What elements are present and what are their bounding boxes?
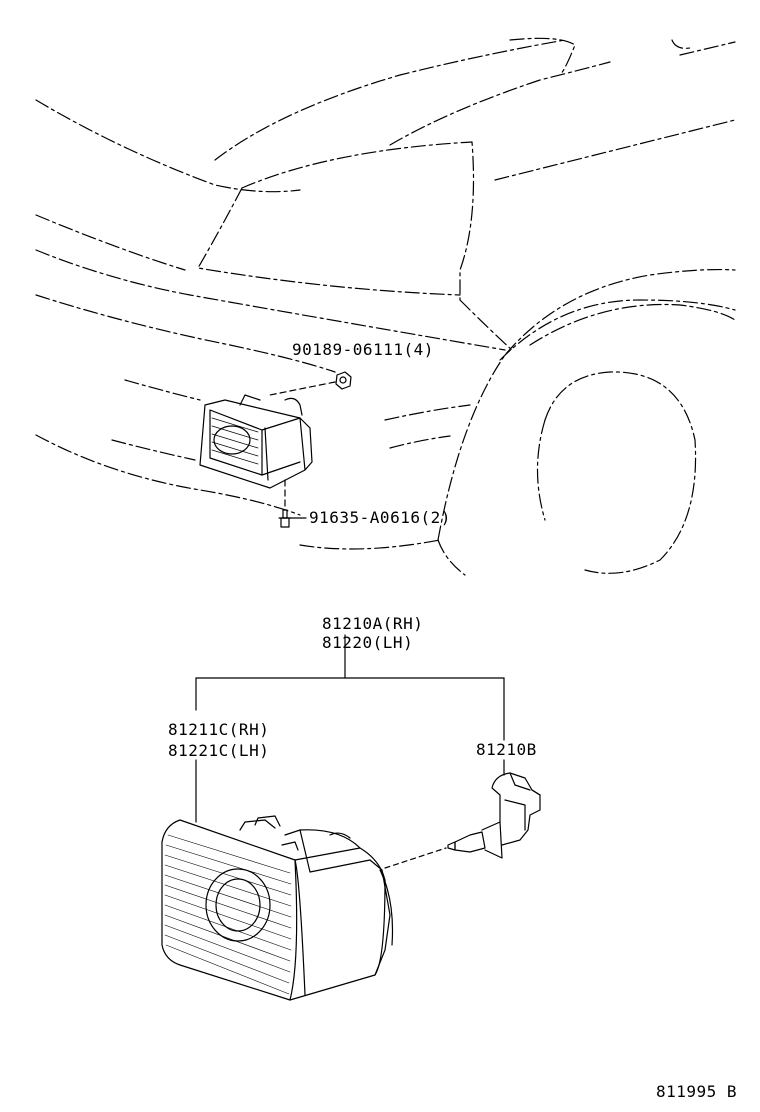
screw-icon bbox=[279, 510, 291, 527]
callout-assy-rh: 81210A(RH) bbox=[322, 614, 424, 633]
callout-assy-lh: 81220(LH) bbox=[322, 633, 414, 652]
vehicle-body-outline bbox=[36, 38, 735, 575]
callout-nut: 90189-06111(4) bbox=[292, 340, 434, 359]
callout-bulb: 81210B bbox=[476, 740, 537, 759]
fog-lamp-unit bbox=[162, 816, 393, 1000]
callout-unit-lh: 81221C(LH) bbox=[168, 741, 270, 760]
assembly-dash-line-lower bbox=[385, 848, 446, 868]
assembly-dash-lines-upper bbox=[270, 382, 335, 510]
nut-icon bbox=[336, 372, 351, 389]
callout-screw: 91635-A0616(2) bbox=[309, 508, 451, 527]
callout-leaders bbox=[196, 518, 504, 822]
fog-lamp-installed bbox=[200, 395, 312, 488]
bulb-icon bbox=[448, 773, 540, 858]
figure-code: 811995 B bbox=[656, 1082, 738, 1101]
callout-unit-rh: 81211C(RH) bbox=[168, 720, 270, 739]
